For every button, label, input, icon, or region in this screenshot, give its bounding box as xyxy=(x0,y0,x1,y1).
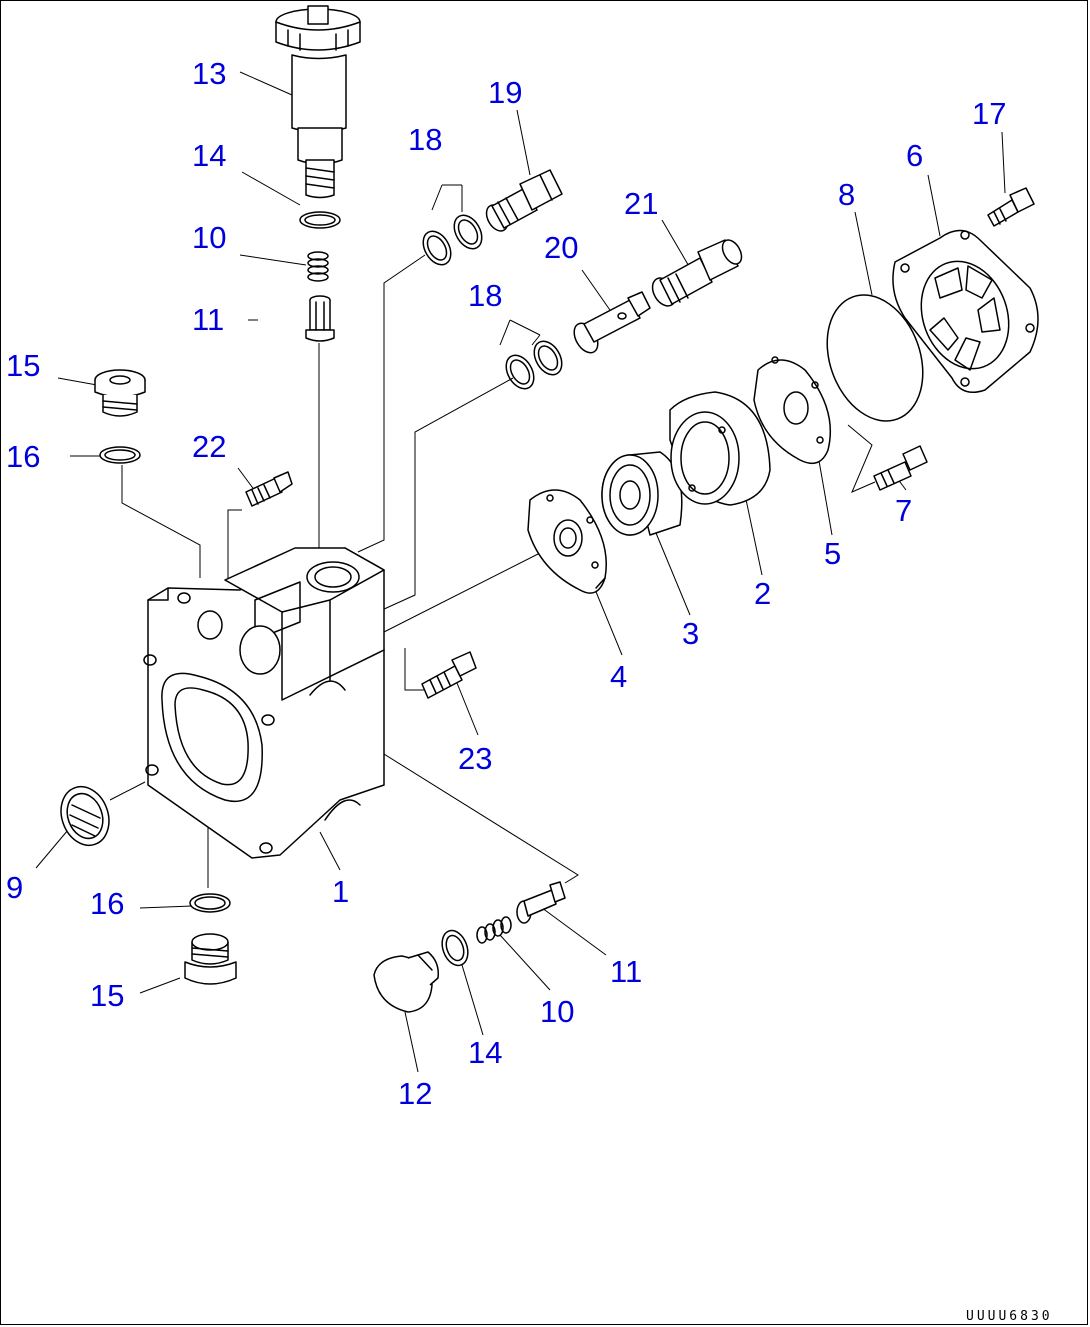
part-14-o-ring-bottom xyxy=(441,929,469,967)
callout-13: 13 xyxy=(192,56,226,91)
part-15-plug-bottom xyxy=(184,933,237,985)
drawing-code: UUUU6830 xyxy=(966,1309,1053,1324)
part-6-cover xyxy=(892,229,1039,393)
callout-15-bottom: 15 xyxy=(90,978,124,1013)
part-2-ring xyxy=(669,391,771,506)
callout-7: 7 xyxy=(895,493,912,528)
callout-3: 3 xyxy=(682,616,699,651)
callout-labels: 13 14 10 11 15 16 22 18 19 18 20 21 8 6 … xyxy=(6,56,1006,1111)
callout-21: 21 xyxy=(624,186,658,221)
callout-1: 1 xyxy=(332,874,349,909)
part-11-plunger-bottom xyxy=(516,881,566,924)
part-10-spring-bottom xyxy=(476,916,512,944)
part-20-valve xyxy=(573,291,651,354)
callout-4: 4 xyxy=(610,659,627,694)
callout-18-upper: 18 xyxy=(408,122,442,157)
callout-19: 19 xyxy=(488,75,522,110)
callout-14-bottom: 14 xyxy=(468,1035,502,1070)
callout-8: 8 xyxy=(838,177,855,212)
callout-5: 5 xyxy=(824,536,841,571)
callout-16-top: 16 xyxy=(6,439,40,474)
part-19-fitting xyxy=(485,169,563,232)
callout-11-top: 11 xyxy=(192,302,224,337)
part-22-bolt xyxy=(245,471,293,507)
part-16-o-ring-bottom xyxy=(189,893,231,913)
part-14-o-ring-top xyxy=(299,211,341,229)
leader-lines xyxy=(35,71,1006,1073)
callout-16-bottom: 16 xyxy=(90,886,124,921)
part-18-washers-lower xyxy=(505,340,563,390)
callout-22: 22 xyxy=(192,429,226,464)
part-8-gasket xyxy=(826,294,924,422)
part-5-plate xyxy=(753,356,832,465)
callout-10-top: 10 xyxy=(192,220,226,255)
part-17-bolt xyxy=(987,187,1035,227)
callout-23: 23 xyxy=(458,741,492,776)
part-1-housing xyxy=(143,547,385,859)
callout-18-lower: 18 xyxy=(468,278,502,313)
callout-11-bottom: 11 xyxy=(610,954,642,989)
part-3-gear xyxy=(601,451,683,536)
part-7-bolt xyxy=(873,445,928,491)
callout-15-top: 15 xyxy=(6,348,40,383)
callout-20: 20 xyxy=(544,230,578,265)
callout-10-bottom: 10 xyxy=(540,994,574,1029)
part-18-washers-upper xyxy=(422,214,483,266)
part-23-bolt xyxy=(421,651,477,699)
callout-2: 2 xyxy=(754,576,771,611)
part-13-pump-cap xyxy=(275,5,361,199)
part-9-seal xyxy=(60,785,110,847)
part-12-plug xyxy=(373,951,440,1013)
part-4-plate xyxy=(527,489,607,594)
part-15-plug-top xyxy=(94,369,146,417)
part-21-fitting xyxy=(651,239,743,307)
part-10-spring-top xyxy=(307,251,329,282)
callout-17: 17 xyxy=(972,96,1006,131)
part-16-o-ring-top xyxy=(99,446,141,464)
part-11-plunger-top xyxy=(305,295,335,342)
callout-14-top: 14 xyxy=(192,138,226,173)
callout-9: 9 xyxy=(6,870,23,905)
callout-6: 6 xyxy=(906,138,923,173)
callout-12: 12 xyxy=(398,1076,432,1111)
